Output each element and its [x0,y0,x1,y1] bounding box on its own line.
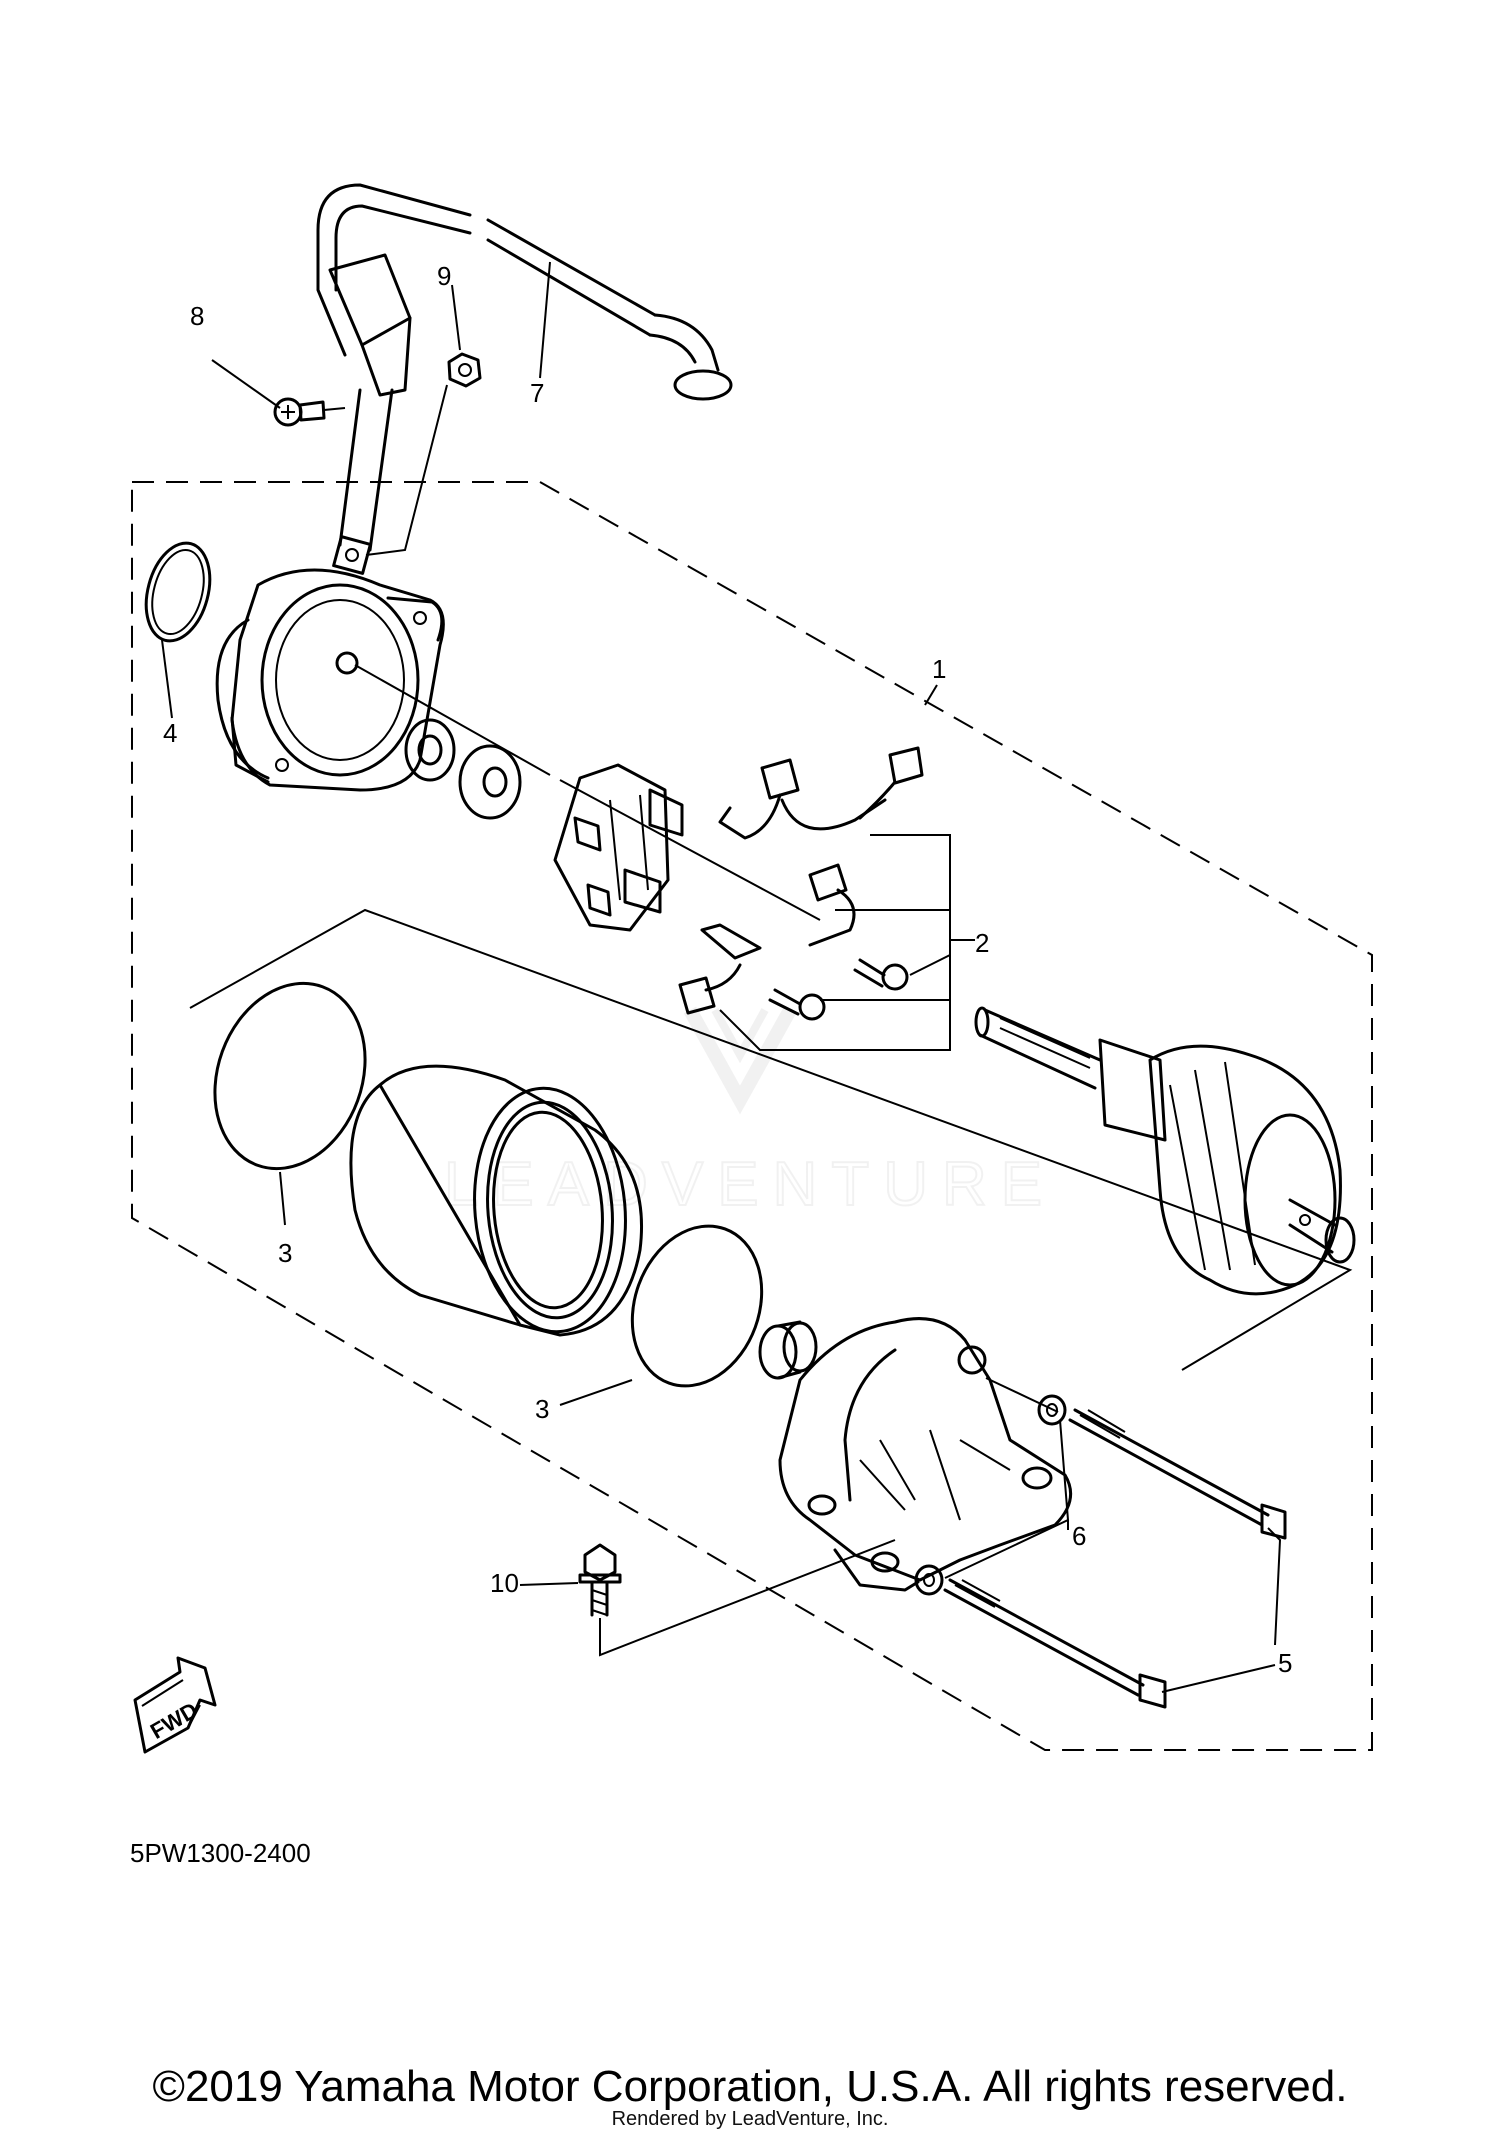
callout-3-right: 3 [535,1394,549,1424]
callout-3-left: 3 [278,1238,292,1268]
leader-callout-10 [519,1582,579,1586]
screw-8 [273,397,346,427]
o-ring-4 [144,541,212,643]
callout-8: 8 [190,301,204,331]
callout-4: 4 [163,718,177,748]
o-ring-3-right [630,1224,764,1388]
yoke-group-bracket [189,908,1353,1371]
callout-1: 1 [932,654,946,684]
callout-5: 5 [1278,1648,1292,1678]
rear-cover [778,1317,1073,1592]
brush-set-2 [678,746,924,1021]
front-cover [215,568,445,792]
oil-seal [404,718,456,782]
bolt-10 [578,1543,622,1617]
lead-wire [316,183,733,575]
svg-text:LEADVENTURE: LEADVENTURE [444,1150,1056,1219]
leader-callout-3-left [279,1171,286,1226]
leader-callout-1 [924,684,938,706]
washer-6-upper [1037,1394,1067,1426]
armature [974,1006,1356,1296]
rendered-by-note: Rendered by LeadVenture, Inc. [611,2108,889,2130]
assembly-boundary [131,481,1373,1751]
bolt-10-installation-line [599,1539,896,1657]
o-ring-3-left [213,981,367,1171]
through-bolt-5-upper [1068,1408,1287,1540]
leader-callout-3-right [559,1379,633,1406]
brush-holder [553,763,684,932]
bushing [758,1320,818,1380]
copyright-notice: ©2019 Yamaha Motor Corporation, U.S.A. A… [152,2062,1348,2111]
diagram-code: 5PW1300-2400 [130,1838,311,1868]
callout-7: 7 [530,378,544,408]
yoke [349,1064,644,1337]
callout-2: 2 [975,928,989,958]
callout-6: 6 [1072,1521,1086,1551]
rear-axis-line [985,1377,1059,1413]
brush-set-2-bracket [719,834,951,1051]
front-axis-line [354,664,821,921]
leadventure-watermark-logo: LEADVENTURE [443,1006,1056,1220]
leader-callout-7 [539,261,551,379]
leader-callout-8 [211,359,281,409]
washer-front [458,744,522,820]
leader-callout-5 [1161,1527,1282,1693]
washer-6-lower [914,1564,944,1596]
nut-9 [447,352,482,388]
leader-callout-6 [944,1419,1070,1579]
fwd-arrow-icon: FWD [133,1656,217,1754]
leader-callout-4 [161,639,173,719]
leader-callout-9 [451,284,461,351]
nut-9-installation-line [365,384,448,556]
callout-10: 10 [490,1568,519,1598]
callout-9: 9 [437,261,451,291]
through-bolt-5-lower [943,1578,1167,1709]
